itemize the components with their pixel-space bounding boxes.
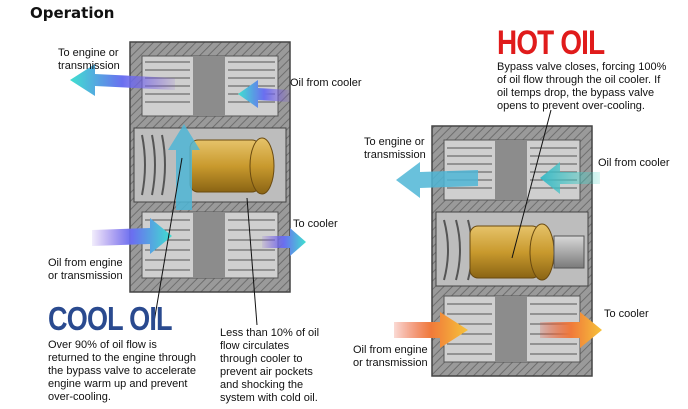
hot-desc-leader [511,109,552,259]
cool-desc-leader [246,197,258,326]
cool-to-cooler-label: To cooler [293,218,338,230]
cool-note-leader [152,157,183,329]
cool-to-cooler-arrow [262,228,306,256]
cool-oil-from-cooler-label: Oil from cooler [290,77,362,89]
cool-to-engine-arrow [70,64,175,96]
hot-to-engine-arrow [396,162,478,198]
cool-from-engine-arrow [92,218,172,254]
page-title: Operation [30,4,115,22]
hot-from-cooler-arrow [540,162,600,194]
hot-to-cooler-arrow [540,312,602,348]
hot-oil-heading: HOT OIL [497,24,605,62]
cool-oil-heading: COOL OIL [48,300,173,337]
hot-to-cooler-label: To cooler [604,308,649,320]
cool-bypass-arrow [168,124,200,210]
cool-from-cooler-arrow [238,80,290,108]
hot-oil-description: Bypass valve closes, forcing 100%of oil … [497,61,667,112]
hot-valve-diagram [431,125,593,377]
hot-oil-from-cooler-label: Oil from cooler [598,157,670,169]
cool-valve-diagram [129,41,291,293]
hot-from-engine-arrow [394,312,468,348]
